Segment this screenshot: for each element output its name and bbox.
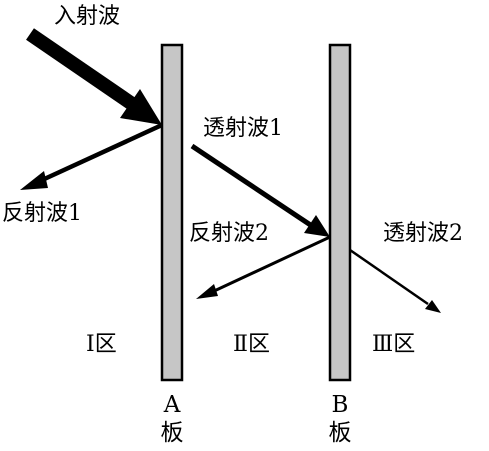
incident-wave-arrow-shaft	[26, 28, 142, 114]
incident-wave-label: 入射波	[54, 4, 121, 29]
reflected-wave-1-arrowhead	[20, 171, 48, 190]
transmitted-wave-1-arrow-shaft	[190, 143, 314, 229]
plate-a-letter: A	[163, 392, 181, 418]
reflected-wave-1-label: 反射波1	[2, 201, 82, 226]
transmitted-wave-1-arrowhead	[304, 215, 330, 237]
reflected-wave-2-label: 反射波2	[189, 221, 269, 246]
plate-a	[160, 43, 184, 382]
transmitted-wave-2-arrow-shaft	[349, 248, 429, 306]
plate-b-letter: B	[331, 392, 349, 418]
zone-3-label: Ⅲ区	[372, 332, 416, 357]
reflected-wave-2-arrow-shaft	[211, 235, 331, 294]
transmitted-wave-2-label: 透射波2	[383, 221, 463, 246]
incident-wave-arrowhead	[120, 89, 162, 125]
plate-a-char: 板	[160, 420, 184, 446]
transmitted-wave-2-arrowhead	[425, 300, 441, 313]
zone-2-label: Ⅱ区	[233, 332, 270, 357]
transmitted-wave-1-label: 透射波1	[203, 116, 283, 141]
reflected-wave-1-arrow-shaft	[39, 122, 163, 184]
plate-b	[328, 43, 352, 382]
zone-1-label: Ⅰ区	[86, 332, 117, 357]
reflected-wave-2-arrowhead	[196, 284, 218, 299]
plate-b-char: 板	[328, 420, 352, 446]
